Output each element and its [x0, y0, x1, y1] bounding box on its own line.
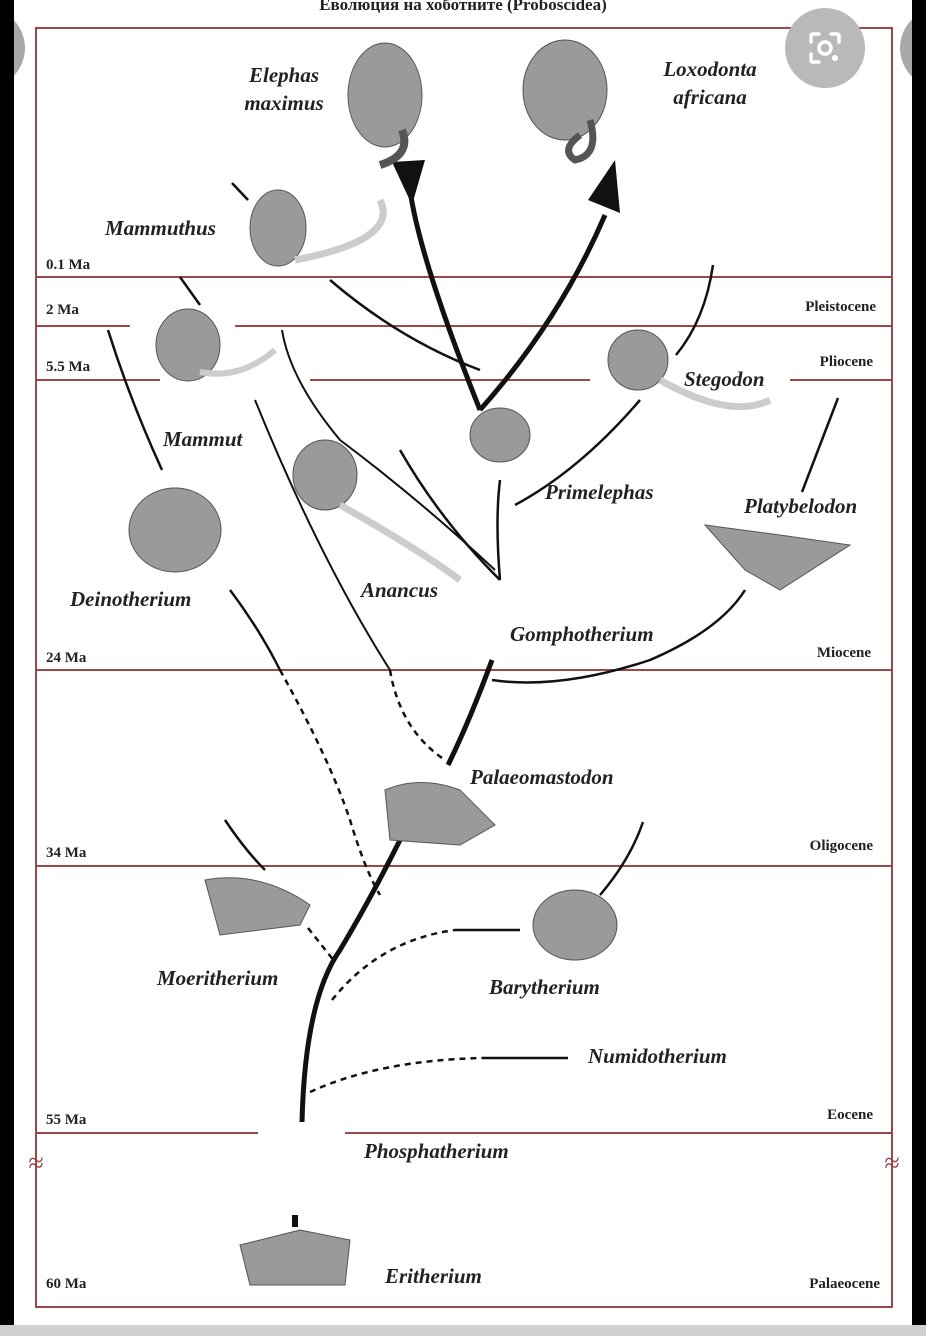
- label-mammuthus: Mammuthus: [104, 216, 216, 240]
- primelephas-head-illustration: [469, 407, 531, 463]
- label-gomphotherium: Gomphotherium: [510, 622, 654, 646]
- epoch-label: Pleistocene: [805, 299, 876, 315]
- label-loxodonta: Loxodonta: [662, 57, 756, 81]
- age-label: 2 Ma: [46, 302, 79, 318]
- age-label: 60 Ma: [46, 1276, 87, 1292]
- label-elephas: Elephas: [248, 63, 319, 87]
- epoch-label: Palaeocene: [809, 1276, 880, 1292]
- age-label: 5.5 Ma: [46, 359, 91, 375]
- label-deinotherium: Deinotherium: [69, 587, 191, 611]
- mammuthus-head-illustration: [249, 189, 307, 267]
- lens-icon: [809, 32, 841, 64]
- left-edge: [0, 0, 14, 1325]
- frame-border: [35, 27, 893, 1308]
- phylogeny-lines: [106, 160, 840, 1123]
- bottom-bar: [0, 1325, 926, 1336]
- label-elephas-maximus: maximus: [244, 91, 323, 115]
- platybelodon-head-illustration: [703, 524, 852, 591]
- right-edge: [912, 0, 926, 1325]
- deinotherium-head-illustration: [128, 487, 222, 573]
- eritherium-skull-illustration: [239, 1229, 351, 1286]
- age-label: 34 Ma: [46, 845, 87, 861]
- age-label: 55 Ma: [46, 1112, 87, 1128]
- moeritherium-head-illustration: [204, 877, 311, 936]
- label-mammut: Mammut: [162, 427, 244, 451]
- anancus-head-illustration: [292, 439, 358, 511]
- label-primelephas: Primelephas: [544, 480, 654, 504]
- age-labels: 0.1 Ma 2 Ma 5.5 Ma 24 Ma 34 Ma 55 Ma 60 …: [46, 257, 91, 1292]
- epoch-label: Pliocene: [820, 354, 874, 370]
- palaeomastodon-head-illustration: [384, 782, 496, 846]
- label-moeritherium: Moeritherium: [156, 966, 278, 990]
- loxodonta-head-illustration: [522, 39, 608, 141]
- time-break-symbol-left: ≈: [28, 1148, 43, 1179]
- age-label: 24 Ma: [46, 650, 87, 666]
- label-eritherium: Eritherium: [384, 1264, 482, 1288]
- label-anancus: Anancus: [359, 578, 438, 602]
- time-break-symbol-right: ≈: [884, 1148, 899, 1179]
- lens-search-button[interactable]: [785, 8, 865, 88]
- age-label: 0.1 Ma: [46, 257, 91, 273]
- time-bands: [35, 27, 893, 1308]
- mammut-head-illustration: [155, 308, 221, 382]
- label-barytherium: Barytherium: [488, 975, 600, 999]
- stegodon-head-illustration: [607, 329, 669, 391]
- epoch-label: Eocene: [827, 1107, 873, 1123]
- label-loxodonta-africana: africana: [673, 85, 747, 109]
- label-phosphatherium: Phosphatherium: [363, 1139, 509, 1163]
- epoch-label: Miocene: [817, 645, 871, 661]
- label-platybelodon: Platybelodon: [743, 494, 857, 518]
- diagram-title: Еволюция на хоботните (Proboscidea): [319, 0, 607, 14]
- epoch-label: Oligocene: [810, 838, 874, 854]
- species-labels: Elephas maximus Loxodonta africana Mammu…: [69, 57, 857, 1288]
- label-numidotherium: Numidotherium: [587, 1044, 727, 1068]
- elephas-head-illustration: [347, 42, 423, 148]
- barytherium-head-illustration: [532, 889, 618, 961]
- epoch-labels: Pleistocene Pliocene Miocene Oligocene E…: [805, 299, 880, 1292]
- animal-illustrations: [128, 39, 852, 1286]
- label-stegodon: Stegodon: [684, 367, 765, 391]
- label-palaeomastodon: Palaeomastodon: [469, 765, 614, 789]
